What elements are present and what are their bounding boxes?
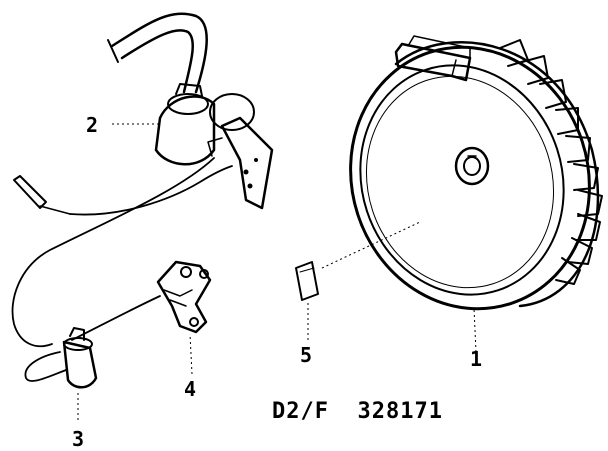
wiring-harness xyxy=(11,157,233,382)
condenser-illustration xyxy=(62,327,98,389)
callout-label-5: 5 xyxy=(300,343,312,367)
callout-label-1: 1 xyxy=(470,347,482,371)
callout-label-2: 2 xyxy=(86,113,98,137)
callout-labels: 2 3 4 5 1 xyxy=(72,113,482,451)
callout-label-4: 4 xyxy=(184,377,196,401)
callout-label-3: 3 xyxy=(72,427,84,451)
leader-line-key-to-flywheel xyxy=(321,221,421,269)
leader-line-4 xyxy=(189,333,193,375)
flywheel-illustration xyxy=(349,35,603,311)
leader-lines xyxy=(77,123,477,420)
leader-line-1 xyxy=(473,307,477,353)
flywheel-key-illustration xyxy=(295,261,319,301)
contact-breaker-illustration xyxy=(156,260,212,334)
drawing-code: D2/F 328171 xyxy=(272,399,443,424)
ignition-coil-illustration xyxy=(107,12,274,210)
